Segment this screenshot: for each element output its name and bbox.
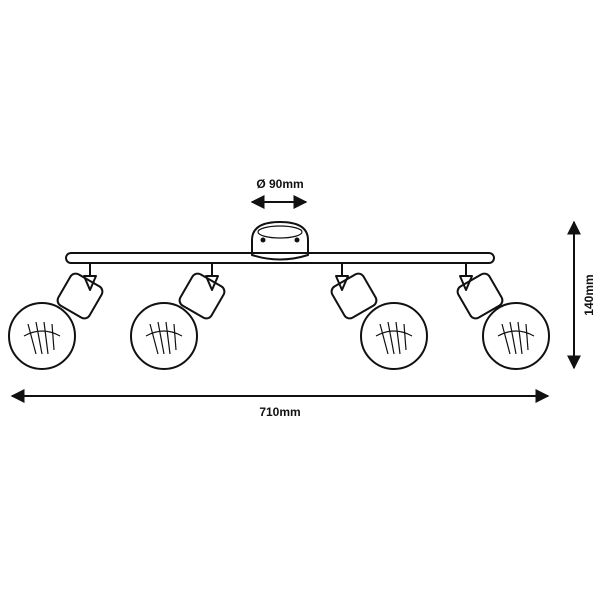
height-label: 140mm [582, 274, 596, 315]
mounting-bar [65, 252, 495, 264]
diameter-dimension: Ø 90mm [250, 177, 308, 209]
height-dimension: 140mm [567, 220, 596, 370]
spot-lamp-1 [8, 262, 104, 370]
spot-lamp-3 [330, 262, 428, 370]
spot-lamp-4 [456, 262, 550, 370]
ceiling-canopy [251, 221, 309, 261]
diameter-label: Ø 90mm [256, 177, 303, 191]
width-label: 710mm [259, 405, 300, 419]
spot-lamp-2 [130, 262, 226, 370]
width-dimension: 710mm [10, 389, 550, 419]
